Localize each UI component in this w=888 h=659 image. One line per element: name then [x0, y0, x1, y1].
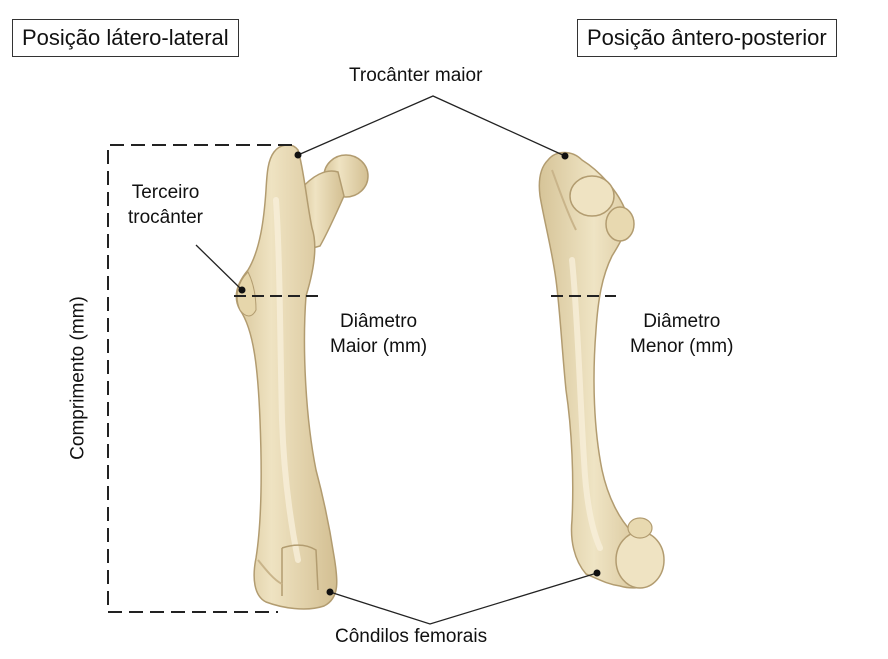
label-major-diameter: Diâmetro Maior (mm)	[330, 309, 427, 359]
femoral-head-ap	[570, 176, 614, 216]
epicondyle-ap	[628, 518, 652, 538]
label-length: Comprimento (mm)	[66, 296, 91, 460]
third-trochanter-point	[239, 287, 246, 294]
label-minor-diameter-line2: Menor (mm)	[630, 334, 733, 359]
greater-trochanter-leader	[298, 96, 565, 156]
label-major-diameter-line2: Maior (mm)	[330, 334, 427, 359]
femur-lateral-view	[236, 145, 368, 609]
medial-condyle-ap	[616, 532, 664, 588]
title-lateral-position: Posição látero-lateral	[12, 19, 239, 57]
label-femoral-condyles: Côndilos femorais	[335, 624, 487, 649]
title-anteroposterior-position: Posição ântero-posterior	[577, 19, 837, 57]
greater-trochanter-point-lateral	[295, 152, 302, 159]
label-third-trochanter-line1: Terceiro	[128, 180, 203, 205]
greater-trochanter-point-ap	[562, 153, 569, 160]
femoral-condyle-point-lateral	[327, 589, 334, 596]
label-greater-trochanter: Trocânter maior	[349, 63, 482, 88]
label-third-trochanter-line2: trocânter	[128, 205, 203, 230]
label-minor-diameter-line1: Diâmetro	[630, 309, 733, 334]
femur-anteroposterior-view	[539, 153, 664, 589]
femoral-condyle-point-ap	[594, 570, 601, 577]
femoral-condyles-leader	[330, 573, 597, 624]
label-minor-diameter: Diâmetro Menor (mm)	[630, 309, 733, 359]
label-major-diameter-line1: Diâmetro	[330, 309, 427, 334]
lesser-trochanter-ap	[606, 207, 634, 241]
label-third-trochanter: Terceiro trocânter	[128, 180, 203, 230]
third-trochanter-leader	[196, 245, 242, 290]
